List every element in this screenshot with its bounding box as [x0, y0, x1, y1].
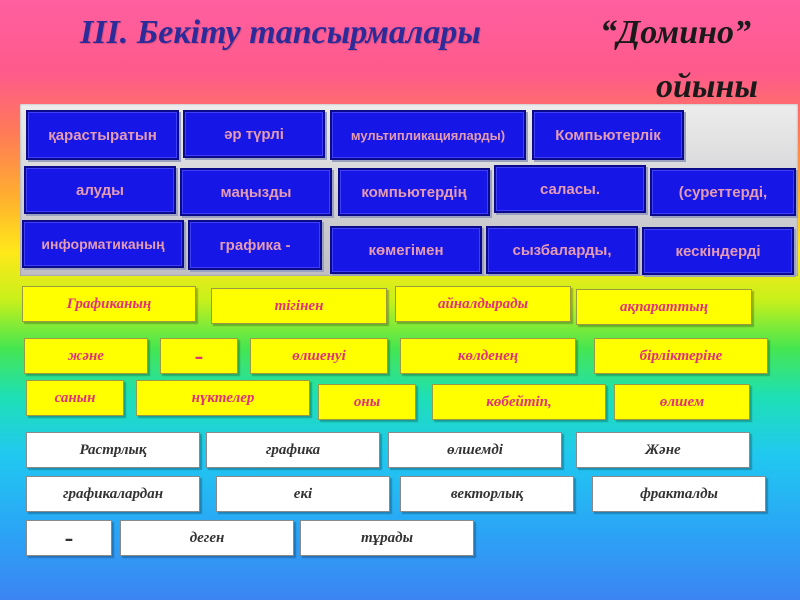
blue-tile[interactable]: информатиканың [22, 220, 184, 268]
yellow-tile[interactable]: өлшенуі [250, 338, 388, 374]
slide-title-domino: “Домино” [600, 14, 752, 51]
white-tile[interactable]: деген [120, 520, 294, 556]
blue-tile[interactable]: көмегімен [330, 226, 482, 274]
blue-tile[interactable]: компьютердің [338, 168, 490, 216]
yellow-tile[interactable]: және [24, 338, 148, 374]
white-tile[interactable]: тұрады [300, 520, 474, 556]
blue-tile[interactable]: маңызды [180, 168, 332, 216]
blue-tile[interactable]: (суреттерді, [650, 168, 796, 216]
yellow-tile[interactable]: нүктелер [136, 380, 310, 416]
white-tile[interactable]: екі [216, 476, 390, 512]
yellow-tile[interactable]: көбейтіп, [432, 384, 606, 420]
white-tile[interactable]: өлшемді [388, 432, 562, 468]
white-tile[interactable]: фракталды [592, 476, 766, 512]
blue-tile[interactable]: мультипликацияларды) [330, 110, 526, 160]
yellow-tile[interactable]: айналдырады [395, 286, 571, 322]
white-tile[interactable]: графика [206, 432, 380, 468]
blue-tile[interactable]: Компьютерлік [532, 110, 684, 160]
white-tile[interactable]: графикалардан [26, 476, 200, 512]
white-tile[interactable]: - [26, 520, 112, 556]
blue-tile[interactable]: әр түрлі [183, 110, 325, 158]
yellow-tile[interactable]: - [160, 338, 238, 374]
yellow-tile[interactable]: оны [318, 384, 416, 420]
white-tile[interactable]: Растрлық [26, 432, 200, 468]
blue-tile[interactable]: сызбаларды, [486, 226, 638, 274]
yellow-tile[interactable]: көлденең [400, 338, 576, 374]
yellow-tile[interactable]: ақпараттың [576, 289, 752, 325]
blue-tile[interactable]: кескіндерді [642, 227, 794, 275]
white-tile[interactable]: векторлық [400, 476, 574, 512]
yellow-tile[interactable]: тігінен [211, 288, 387, 324]
blue-tile[interactable]: қарастыратын [26, 110, 179, 160]
slide-title: III. Бекіту тапсырмалары [80, 14, 481, 51]
blue-tile[interactable]: графика - [188, 220, 322, 270]
blue-tile[interactable]: саласы. [494, 165, 646, 213]
slide-title-game: ойыны [656, 68, 758, 105]
white-tile[interactable]: Және [576, 432, 750, 468]
yellow-tile[interactable]: Графиканың [22, 286, 196, 322]
yellow-tile[interactable]: өлшем [614, 384, 750, 420]
blue-tile[interactable]: алуды [24, 166, 176, 214]
yellow-tile[interactable]: бірліктеріне [594, 338, 768, 374]
yellow-tile[interactable]: санын [26, 380, 124, 416]
